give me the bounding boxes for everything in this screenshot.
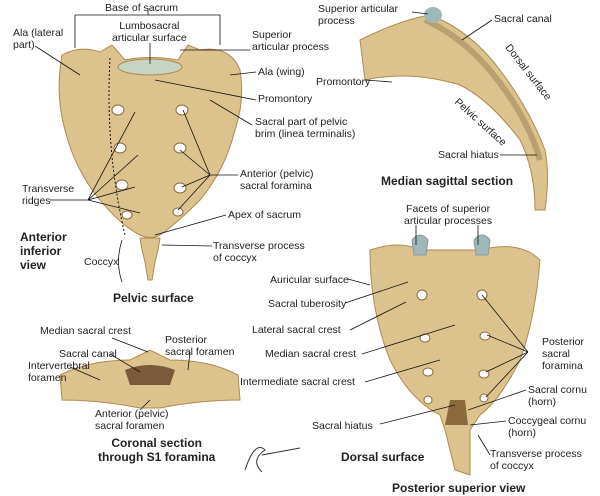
anterior-coccyx [139, 237, 161, 281]
title-coronal-section: Coronal section through S1 foramina [98, 436, 216, 464]
label-ala-lateral: Ala (lateral part) [13, 27, 64, 51]
label-facets: Facets of superior articular processes [404, 203, 493, 227]
label-promontory: Promontory [258, 93, 313, 105]
label-superior-articular-process: Superior articular process [252, 29, 330, 53]
label-sacral-canal: Sacral canal [494, 13, 552, 25]
sagittal-articular-facet [424, 7, 442, 23]
label-sacral-tuberosity: Sacral tuberosity [268, 298, 347, 310]
title-median-sagittal-section: Median sagittal section [381, 174, 514, 188]
label-auricular-surface: Auricular surface [270, 274, 349, 286]
label-base-of-sacrum: Base of sacrum [105, 2, 178, 14]
label-median-sacral-crest: Median sacral crest [265, 348, 357, 360]
label-coccyx: Coccyx [84, 256, 119, 268]
label-sacral-cornu: Sacral cornu (horn) [528, 384, 587, 408]
title-pelvic-surface: Pelvic surface [113, 291, 194, 305]
posterior-sacrum-bone [369, 244, 541, 476]
label-coronal-sacral-canal: Sacral canal [59, 348, 117, 360]
netter-signature [244, 447, 301, 473]
title-posterior-superior-view: Posterior superior view [392, 481, 526, 495]
label-coronal-median-crest: Median sacral crest [40, 325, 132, 337]
label-posterior-sacral-foramen: Posterior sacral foramen [165, 334, 235, 358]
label-lumbosacral-surface: Lumbosacral articular surface [112, 20, 187, 44]
label-apex: Apex of sacrum [228, 209, 301, 221]
title-anterior-inferior-view: Anterior inferior view [20, 230, 67, 272]
label-intermediate-sacral-crest: Intermediate sacral crest [240, 376, 355, 388]
label-posterior-transverse-process-coccyx: Transverse process of coccyx [490, 448, 582, 472]
title-dorsal-surface: Dorsal surface [341, 450, 425, 464]
label-pelvic-brim: Sacral part of pelvic brim (linea termin… [255, 116, 356, 140]
coronal-sacral-canal [125, 365, 175, 385]
label-transverse-process-coccyx: Transverse process of coccyx [213, 240, 305, 264]
label-sagittal-promontory: Promontory [316, 76, 371, 88]
articular-facets [411, 234, 491, 256]
label-sagittal-superior-articular: Superior articular process [318, 3, 398, 27]
anterior-sacrum-bone [58, 44, 243, 238]
label-intervertebral-foramen: Intervertebral foramen [28, 360, 90, 384]
label-sagittal-sacral-hiatus: Sacral hiatus [438, 149, 499, 161]
label-anterior-sacral-foramen: Anterior (pelvic) sacral foramen [95, 408, 169, 432]
label-posterior-sacral-hiatus: Sacral hiatus [312, 420, 373, 432]
label-ala-wing: Ala (wing) [258, 66, 305, 78]
label-coccygeal-cornu: Coccygeal cornu (horn) [508, 415, 587, 439]
anterior-foramina [111, 104, 189, 220]
sagittal-sacrum-bone [359, 14, 548, 211]
label-posterior-sacral-foramina: Posterior sacral foramina [542, 336, 585, 372]
label-transverse-ridges: Transverse ridges [22, 183, 75, 207]
label-anterior-foramina: Anterior (pelvic) sacral foramina [240, 168, 314, 192]
label-lateral-sacral-crest: Lateral sacral crest [252, 324, 341, 336]
